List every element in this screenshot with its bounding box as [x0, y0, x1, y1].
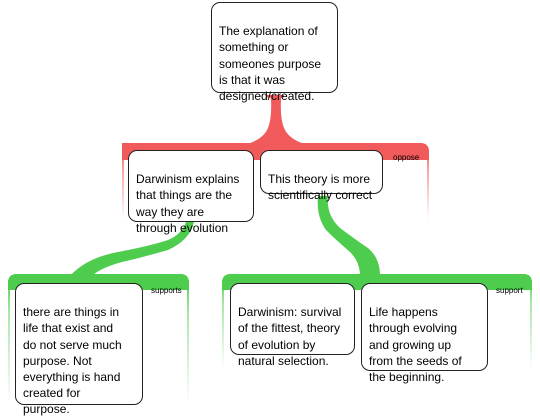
support-left-connector [70, 222, 194, 276]
oppose-reason-2-text: This theory is more scientifically corre… [268, 172, 373, 203]
support-right-reason-1-text: Darwinism: survival of the fittest, theo… [238, 305, 342, 368]
oppose-reason-1[interactable]: Darwinism explains that things are the w… [128, 150, 254, 235]
support-right-reason-2[interactable]: Life happens through evolving and growin… [361, 283, 488, 384]
support-right-connector [317, 196, 380, 276]
oppose-group-label: oppose [393, 153, 420, 162]
support-right-reason-1[interactable]: Darwinism: survival of the fittest, theo… [230, 283, 355, 368]
support-group-right-label: support [496, 286, 523, 295]
support-group-left-label: supports [151, 286, 182, 295]
oppose-connector-marker [266, 95, 284, 98]
oppose-reason-2[interactable]: This theory is more scientifically corre… [260, 150, 383, 202]
oppose-connector [244, 96, 308, 145]
claim-text: The explanation of something or someones… [219, 24, 322, 104]
claim-node[interactable]: The explanation of something or someones… [211, 2, 338, 103]
oppose-reason-1-text: Darwinism explains that things are the w… [136, 172, 240, 235]
support-left-reason-1-text: there are things in life that exist and … [23, 305, 122, 417]
support-left-reason-1[interactable]: there are things in life that exist and … [15, 283, 143, 416]
support-right-reason-2-text: Life happens through evolving and growin… [369, 305, 462, 385]
